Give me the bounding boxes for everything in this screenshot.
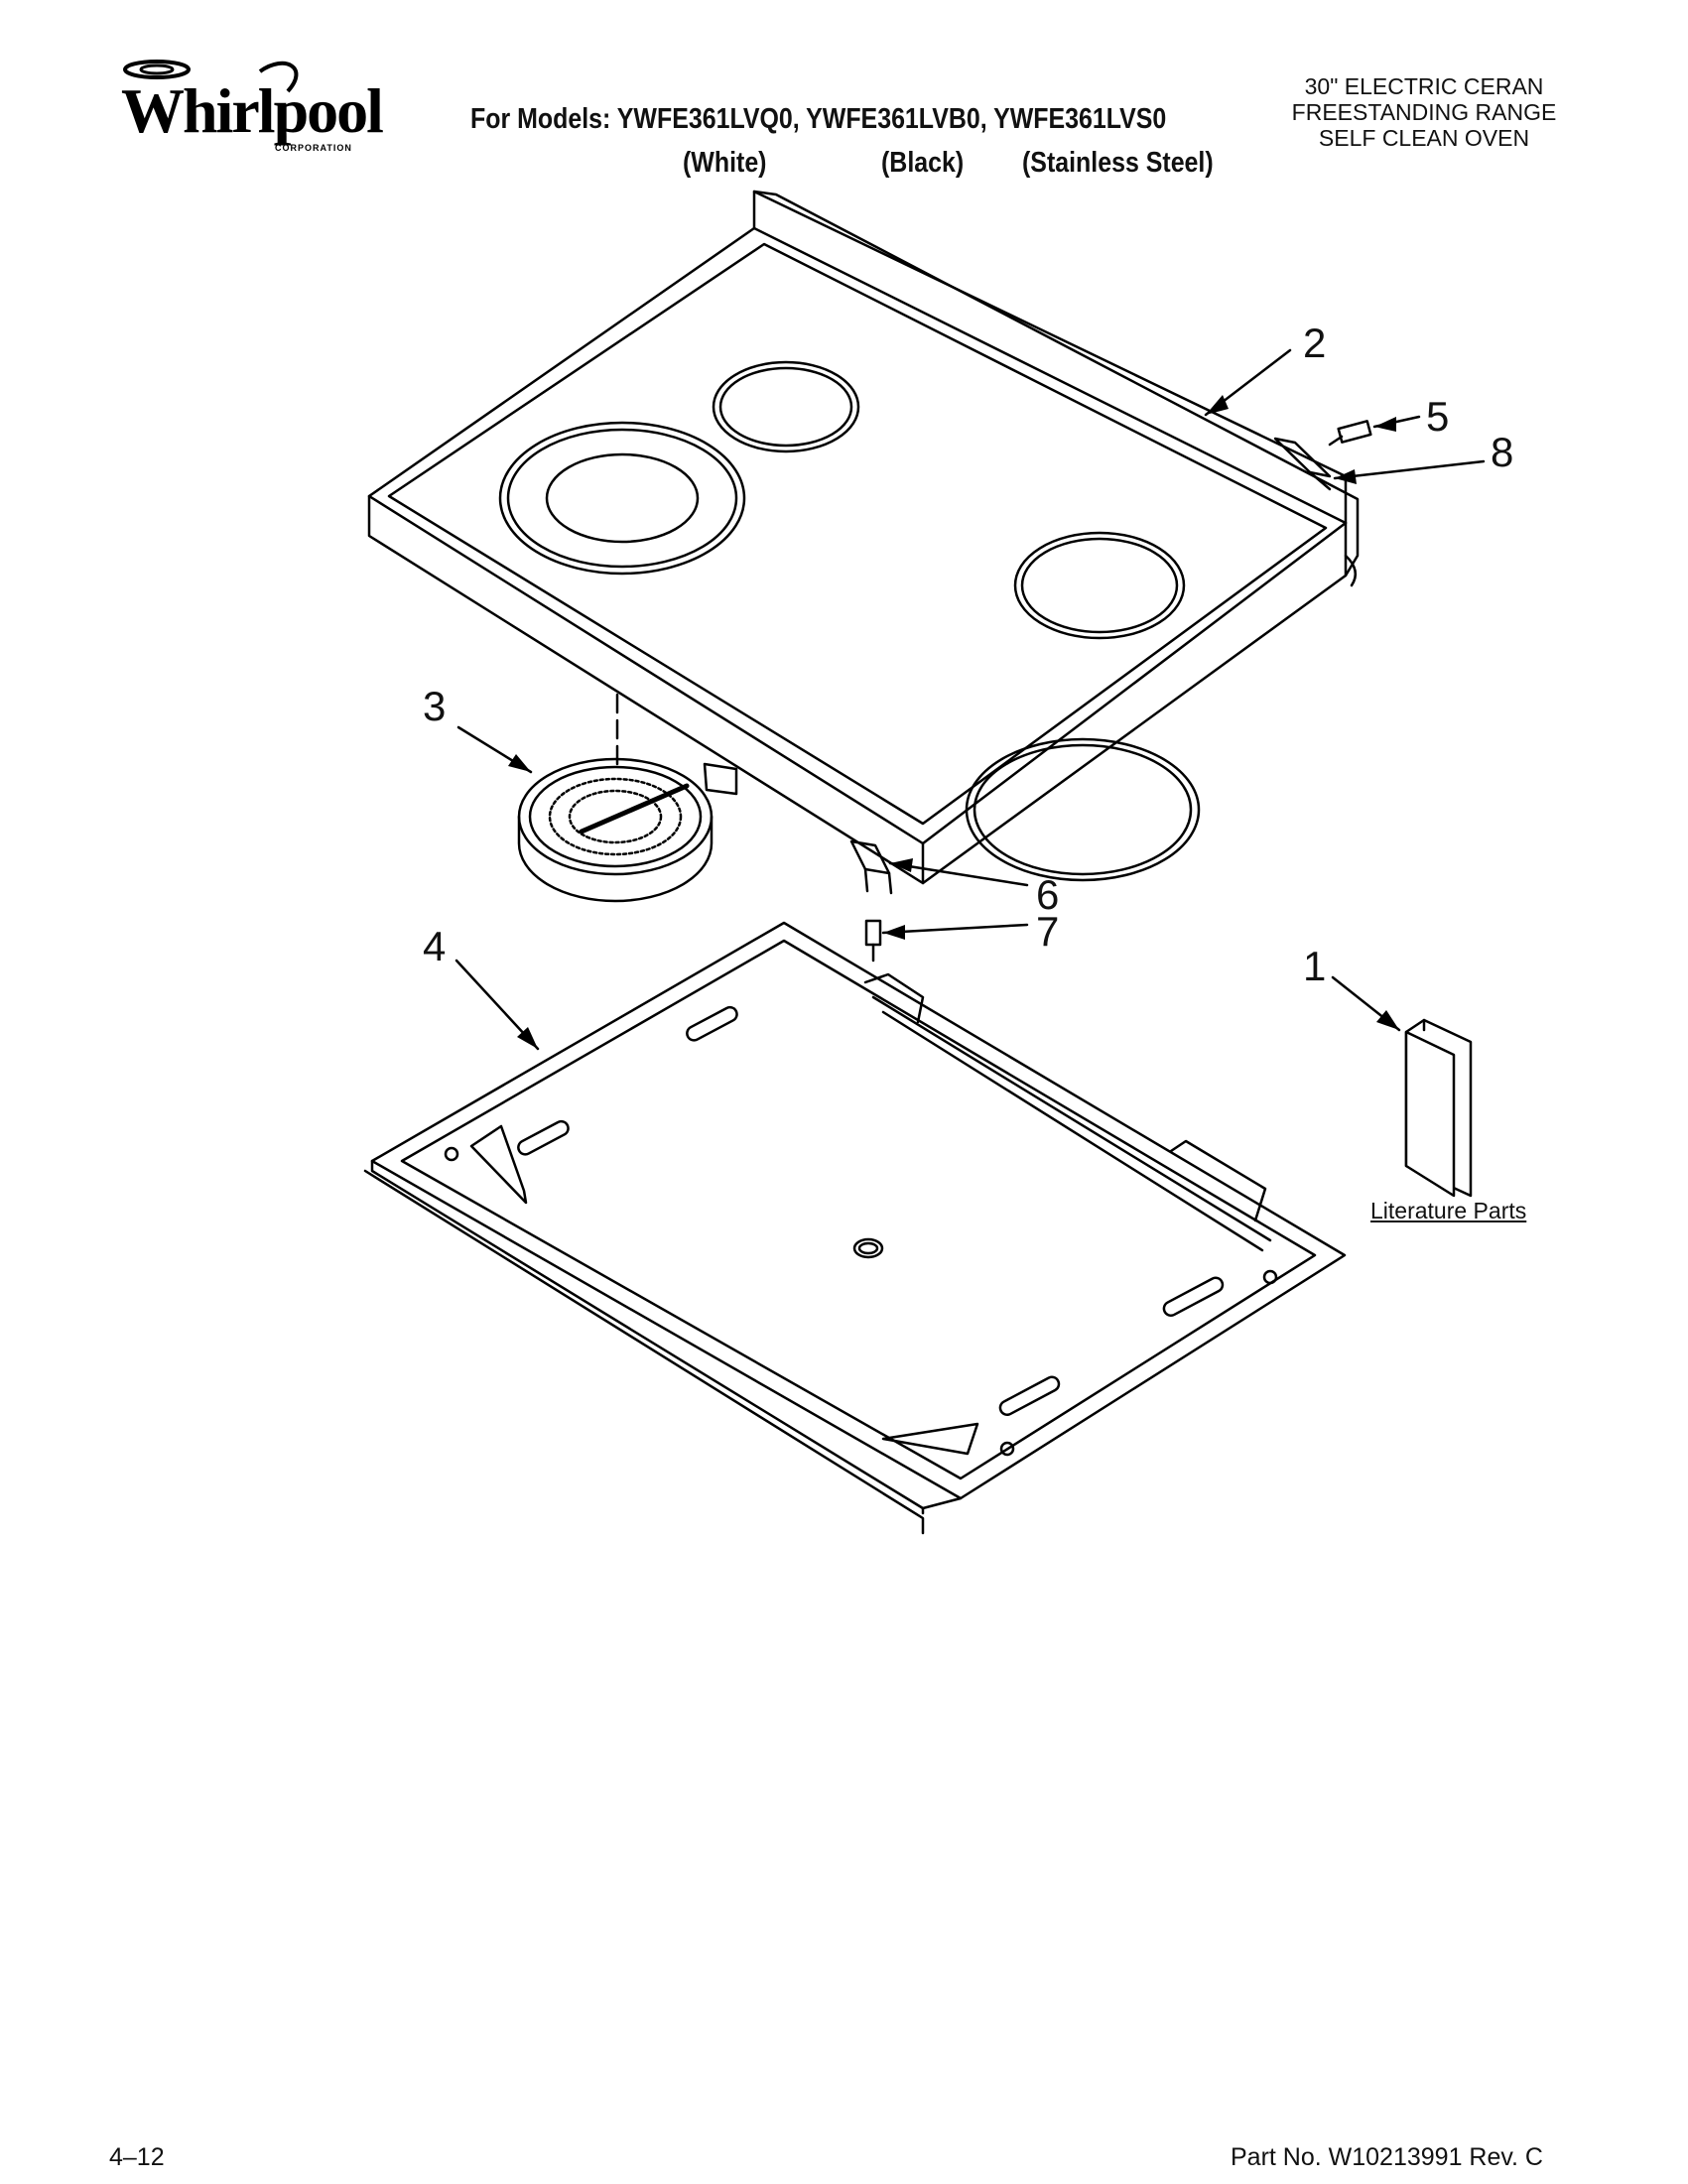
part-number: Part No. W10213991 Rev. C: [1231, 2143, 1543, 2171]
callout-3: 3: [423, 683, 447, 729]
callout-4: 4: [423, 923, 447, 969]
bracket-and-screw-drawing: [1273, 420, 1372, 491]
logo-wordmark: Whirlpool: [121, 75, 384, 146]
logo-corporation: CORPORATION: [275, 143, 352, 153]
description-line-1: 30" ELECTRIC CERAN: [1304, 73, 1544, 99]
cooktop-drawing: [367, 190, 1360, 885]
logo-swirl-icon: [123, 60, 299, 93]
page-number: 4–12: [109, 2143, 165, 2171]
variant-stainless: (Stainless Steel): [1022, 147, 1214, 179]
callout-7: 7: [1036, 908, 1060, 955]
callout-5: 5: [1426, 393, 1450, 440]
callout-8: 8: [1491, 429, 1514, 475]
clip-and-screw-drawing: [849, 839, 893, 963]
surface-element-drawing: [517, 693, 738, 903]
callout-1: 1: [1303, 943, 1327, 989]
brand-logo: Whirlpool CORPORATION: [111, 58, 384, 157]
variant-black: (Black): [881, 147, 965, 179]
description-line-2: FREESTANDING RANGE: [1291, 99, 1557, 125]
callout-2: 2: [1303, 320, 1327, 366]
description-line-3: SELF CLEAN OVEN: [1318, 125, 1530, 151]
variant-white: (White): [683, 147, 767, 179]
leader-lines: [454, 348, 1486, 1051]
support-frame-drawing: [363, 921, 1347, 1535]
literature-booklet-drawing: [1404, 1018, 1473, 1198]
callout-6: 6: [1036, 871, 1060, 918]
literature-parts-label: Literature Parts: [1370, 1198, 1527, 1223]
models-line: For Models: YWFE361LVQ0, YWFE361LVB0, YW…: [470, 103, 1167, 135]
